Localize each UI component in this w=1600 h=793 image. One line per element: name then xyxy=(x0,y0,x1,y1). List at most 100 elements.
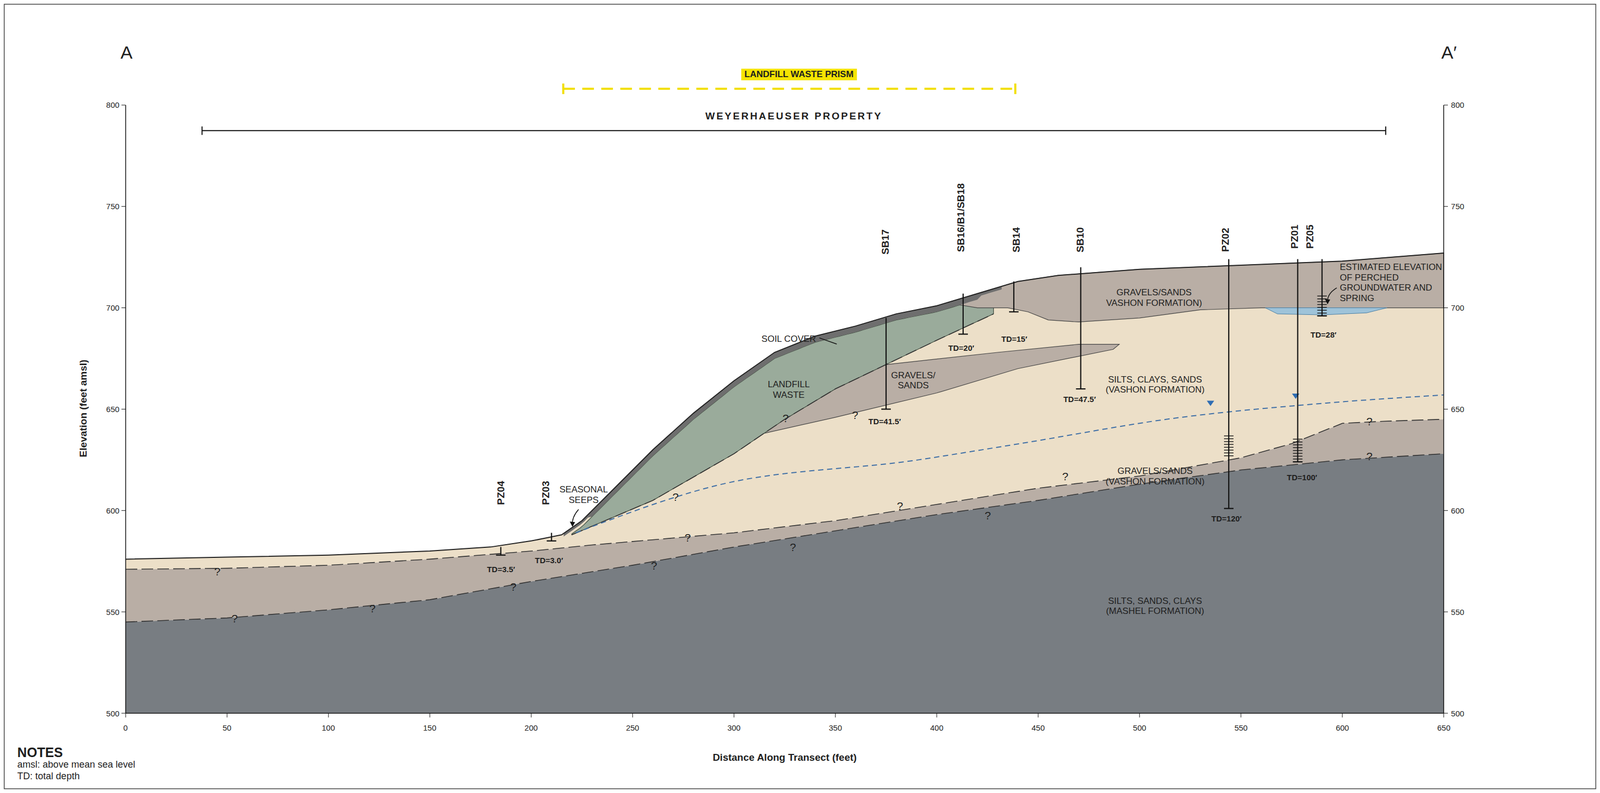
axis-tick xyxy=(1443,307,1448,308)
uncertainty-mark: ? xyxy=(1366,415,1373,428)
axis-tick xyxy=(1443,104,1448,106)
piezometer-id: PZ01 xyxy=(1288,224,1301,249)
uncertainty-mark: ? xyxy=(672,490,679,504)
axis-tick xyxy=(121,510,126,511)
well-screen xyxy=(1293,444,1303,445)
well-screen xyxy=(1224,440,1234,442)
inferred-contact xyxy=(125,453,1444,622)
boring-id: SB14 xyxy=(1010,227,1023,253)
title-text: LANDFILL WASTE PRISM xyxy=(744,69,854,80)
boring-id: SB10 xyxy=(1074,227,1087,253)
borehole xyxy=(500,546,502,555)
unit-label: GRAVELS/ SANDS xyxy=(887,370,939,391)
well-screen xyxy=(1293,452,1303,454)
axis-tick-label: 600 xyxy=(1451,505,1465,515)
uncertainty-mark: ? xyxy=(852,408,859,422)
note-text: TD: total depth xyxy=(17,769,80,781)
well-screen xyxy=(1224,452,1234,454)
well-screen xyxy=(1293,455,1303,457)
well-screen xyxy=(1293,449,1303,451)
water-table xyxy=(575,394,1444,533)
unit-label: LANDFILL WASTE xyxy=(760,379,817,401)
axis-tick-label: 400 xyxy=(930,722,944,732)
prism-extent-end xyxy=(562,83,565,94)
property-extent xyxy=(202,129,1387,131)
unit-label: SILTS, CLAYS, SANDS (VASHON FORMATION) xyxy=(1104,374,1207,395)
axis-tick-label: 450 xyxy=(1031,722,1046,732)
borehole-bottom xyxy=(546,540,557,542)
soil-cover xyxy=(563,286,1002,536)
axis-tick xyxy=(121,104,126,106)
well-screen xyxy=(1317,306,1327,308)
axis-tick xyxy=(121,712,126,714)
inferred-contact xyxy=(571,313,994,535)
well-screen xyxy=(1293,438,1303,440)
total-depth: TD=15′ xyxy=(1001,334,1028,344)
axis-tick-label: 550 xyxy=(106,607,120,617)
unit-label: SOIL COVER xyxy=(761,333,816,345)
leader-arrowhead xyxy=(569,521,576,527)
uncertainty-mark: ? xyxy=(684,531,692,544)
perched-groundwater xyxy=(1265,307,1387,315)
axis-tick-label: 350 xyxy=(828,722,842,732)
uncertainty-mark: ? xyxy=(231,612,239,625)
axis-title: Distance Along Transect (feet) xyxy=(712,751,858,764)
well-screen xyxy=(1293,461,1303,463)
axis-tick xyxy=(632,712,634,718)
borehole-bottom xyxy=(495,554,506,556)
axis-tick-label: 250 xyxy=(625,722,639,732)
unit-label: GRAVELS/SANDS VASHON FORMATION) xyxy=(1105,287,1203,309)
axis-tick xyxy=(429,712,431,718)
prism-extent-end xyxy=(1014,83,1017,94)
axis-tick xyxy=(1139,712,1141,718)
note-text: amsl: above mean sea level xyxy=(17,758,136,770)
leader-arrowhead xyxy=(1324,298,1331,305)
axis-tick xyxy=(733,712,735,718)
borehole xyxy=(550,532,552,541)
well-screen xyxy=(1224,444,1234,445)
axis-tick xyxy=(121,307,126,308)
total-depth: TD=3.0′ xyxy=(534,555,563,565)
well-screen xyxy=(1317,312,1327,314)
axis-line xyxy=(125,712,1444,714)
property-label: WEYERHAEUSER PROPERTY xyxy=(705,110,883,122)
axis-tick-label: 600 xyxy=(1335,722,1350,732)
well-screen xyxy=(1317,295,1327,297)
well-screen xyxy=(1293,441,1303,442)
axis-tick-label: 650 xyxy=(1451,404,1465,414)
well-screen xyxy=(1293,458,1303,459)
uncertainty-mark: ? xyxy=(369,601,376,615)
uncertainty-mark: ? xyxy=(1062,469,1069,483)
inferred-contact xyxy=(125,419,1444,570)
uncertainty-mark: ? xyxy=(651,558,658,572)
property-extent-end xyxy=(1385,126,1387,135)
well-screen xyxy=(1317,300,1327,302)
borehole-bottom xyxy=(1224,507,1234,509)
callout-label: SEASONAL SEEPS xyxy=(558,484,610,506)
borehole xyxy=(885,317,887,410)
axis-tick-label: 700 xyxy=(1451,303,1465,313)
uncertainty-mark: ? xyxy=(782,411,789,425)
well-screen xyxy=(1224,449,1234,450)
axis-tick-label: 700 xyxy=(106,303,120,313)
uncertainty-mark: ? xyxy=(214,565,221,578)
axis-tick xyxy=(1443,205,1448,207)
page-frame xyxy=(4,4,1596,789)
prism-extent xyxy=(563,87,1016,90)
axis-tick-label: 800 xyxy=(106,100,120,110)
borehole-bottom xyxy=(1317,315,1327,317)
well-screen xyxy=(1224,435,1234,436)
borehole xyxy=(962,293,964,335)
borehole-bottom xyxy=(881,408,891,410)
total-depth: TD=120′ xyxy=(1211,513,1242,523)
total-depth: TD=20′ xyxy=(948,343,975,353)
leader-line xyxy=(819,337,837,345)
axis-tick xyxy=(1038,712,1039,718)
boring-id: SB17 xyxy=(879,229,892,255)
well-screen xyxy=(1293,447,1303,448)
well-screen xyxy=(1224,455,1234,456)
axis-tick-label: 500 xyxy=(1133,722,1147,732)
axis-tick xyxy=(121,205,126,207)
axis-tick xyxy=(125,712,127,718)
